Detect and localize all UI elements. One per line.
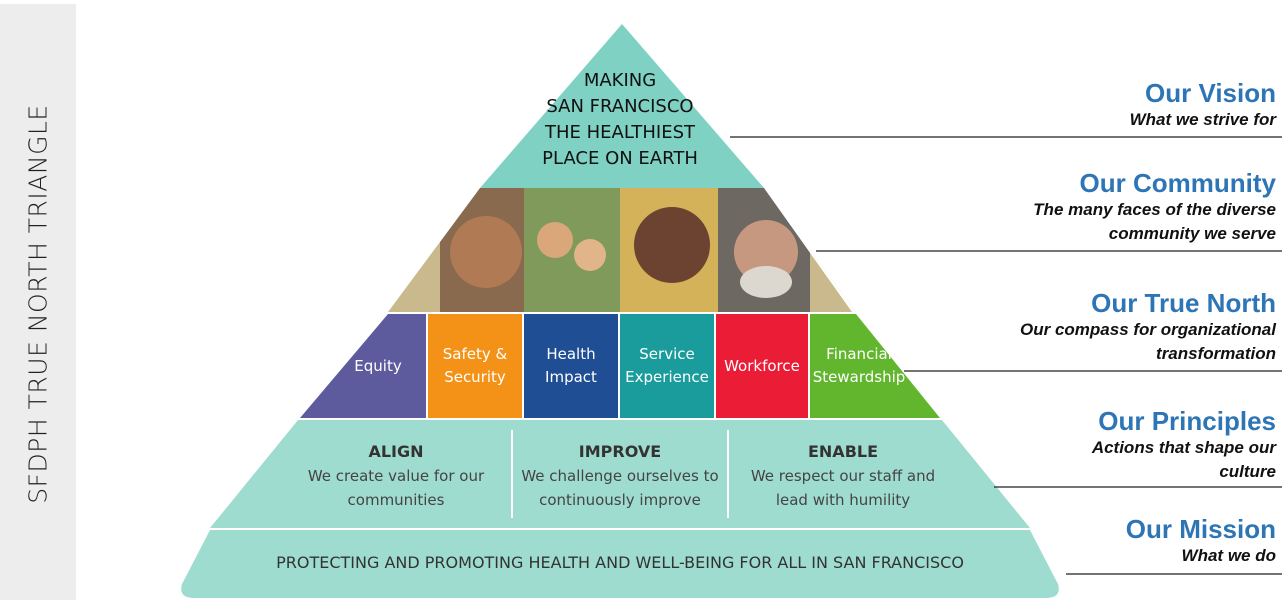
label-title: Our True North (1091, 288, 1276, 318)
face-1 (450, 216, 522, 288)
label-sub: What we do (1181, 546, 1276, 565)
principle-title: IMPROVE (578, 442, 662, 461)
tile-safety-security: Safety & Security (428, 314, 522, 418)
true-north-tile-shape (300, 314, 426, 418)
label-title: Our Community (1079, 168, 1276, 198)
face-2a (537, 222, 573, 258)
vision-text: MAKING SAN FRANCISCO THE HEALTHIEST PLAC… (530, 68, 710, 172)
vision-line: THE HEALTHIEST (544, 122, 696, 143)
label-mission: Our Mission What we do (1076, 514, 1276, 568)
tile-financial-stewardship: Financial Stewardship (810, 314, 908, 418)
true-north-tile-shape (620, 314, 714, 418)
mission-text: PROTECTING AND PROMOTING HEALTH AND WELL… (276, 553, 964, 572)
tile-label: Equity (354, 356, 402, 375)
face-4 (734, 220, 798, 284)
vision-line: MAKING (583, 70, 657, 91)
tile-health-impact: Health Impact (524, 314, 618, 418)
label-vision: Our Vision What we strive for (1016, 78, 1276, 132)
tile-label: Workforce (724, 356, 800, 375)
principle-desc: We create value for our communities (307, 467, 485, 509)
tile-label: Health Impact (545, 345, 597, 386)
true-north-tile-shape (716, 314, 808, 418)
principle-desc: We challenge ourselves to continuously i… (521, 467, 719, 509)
tile-equity: Equity (330, 314, 426, 418)
principle-align: ALIGN We create value for our communitie… (296, 440, 496, 512)
true-north-tile-shape (810, 314, 940, 418)
label-title: Our Mission (1125, 514, 1276, 544)
label-title: Our Principles (1098, 406, 1276, 436)
tile-label: Safety & Security (442, 345, 508, 386)
tile-label: Service Experience (625, 345, 709, 386)
sidebar-panel: SFDPH TRUE NORTH TRIANGLE (0, 4, 76, 600)
face-2b (574, 239, 606, 271)
vision-line: SAN FRANCISCO (546, 96, 694, 117)
principles-tier (210, 420, 1030, 528)
label-sub: What we strive for (1129, 110, 1276, 129)
label-sub: The many faces of the diverse community … (1033, 200, 1276, 243)
photo-2 (524, 188, 620, 312)
beard-4 (740, 266, 792, 298)
principle-enable: ENABLE We respect our staff and lead wit… (740, 440, 946, 512)
face-3 (634, 207, 710, 283)
vision-line: PLACE ON EARTH (542, 148, 698, 169)
true-north-tile-shape (428, 314, 522, 418)
principle-title: ALIGN (368, 442, 424, 461)
true-north-tile-shape (524, 314, 618, 418)
principle-desc: We respect our staff and lead with humil… (750, 467, 936, 509)
label-sub: Our compass for organizational transform… (1020, 320, 1276, 363)
principle-improve: IMPROVE We challenge ourselves to contin… (520, 440, 720, 512)
label-title: Our Vision (1145, 78, 1276, 108)
tile-workforce: Workforce (716, 314, 808, 418)
label-sub: Actions that shape our culture (1091, 438, 1276, 481)
mission-tier (181, 530, 1059, 598)
tile-label: Financial Stewardship (812, 345, 906, 386)
tile-service-experience: Service Experience (620, 314, 714, 418)
label-true-north: Our True North Our compass for organizat… (976, 288, 1276, 366)
vision-tier (480, 24, 764, 188)
label-principles: Our Principles Actions that shape our cu… (1076, 406, 1276, 484)
label-community: Our Community The many faces of the dive… (1016, 168, 1276, 246)
principle-title: ENABLE (807, 442, 879, 461)
